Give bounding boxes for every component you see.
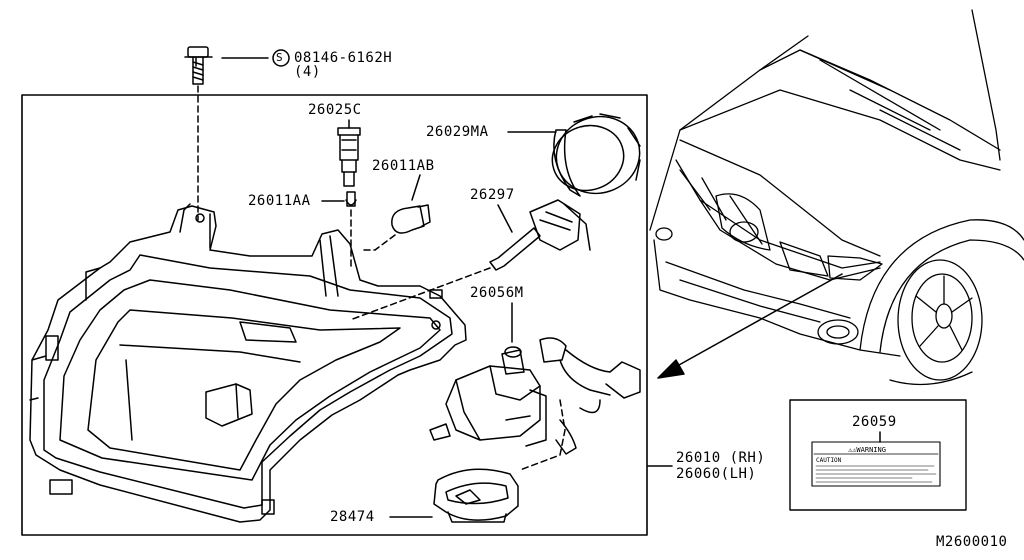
part-label-bulb-ab: 26011AB: [372, 158, 435, 174]
small-bulb-icon: [345, 191, 357, 207]
part-label-assembly-lh: 26060(LH): [676, 466, 757, 482]
headlamp-housing-icon: [29, 203, 467, 523]
part-label-seal: 28474: [330, 509, 375, 525]
part-label-bolt: 08146-6162H: [294, 50, 393, 66]
dust-cap-icon: [551, 113, 641, 197]
part-label-assembly-rh: 26010 (RH): [676, 450, 766, 466]
part-label-actuator: 26056M: [470, 285, 524, 301]
bolt-icon: [184, 46, 213, 85]
arrow-head-icon: [657, 359, 685, 379]
caution-warning-text: ⚠⚠WARNING: [848, 446, 886, 454]
assembly-frame: [21, 94, 648, 536]
socket-icon: [337, 127, 361, 187]
bulb-icon: [391, 204, 431, 234]
seal-icon: [433, 468, 519, 523]
location-arrow: [669, 273, 843, 371]
figure-id: M2600010: [936, 534, 1008, 550]
caution-heading-text: CAUTION: [816, 457, 842, 464]
part-label-socket: 26025C: [308, 102, 362, 118]
actuator-icon: [429, 337, 641, 455]
part-label-hid-bulb: 26297: [470, 187, 515, 203]
vehicle-icon: [649, 9, 1024, 386]
part-qty-bolt: (4): [294, 64, 321, 80]
s-symbol-icon: [272, 49, 290, 67]
part-label-bulb-aa: 26011AA: [248, 193, 311, 209]
symbol-s-text: S: [276, 51, 284, 64]
label-box: [789, 399, 967, 511]
caution-label-icon: [811, 441, 941, 487]
part-label-cap: 26029MA: [426, 124, 489, 140]
hid-bulb-icon: [489, 199, 591, 271]
part-label-caution: 26059: [852, 414, 897, 430]
